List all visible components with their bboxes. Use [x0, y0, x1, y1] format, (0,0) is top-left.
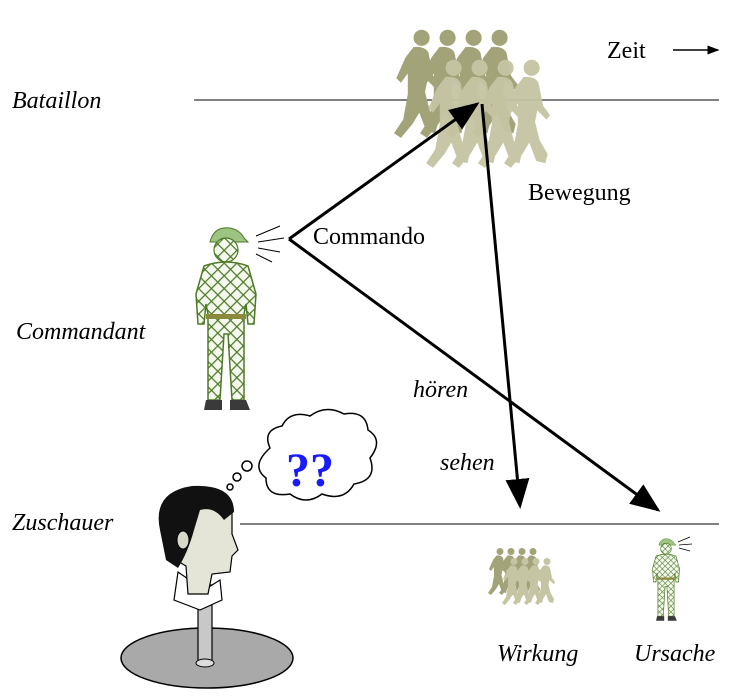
sehen-label: sehen — [440, 450, 495, 476]
observer-head-icon — [120, 485, 294, 689]
commandant-label: Commandant — [16, 319, 147, 345]
sehen-arrow — [480, 103, 530, 509]
standing-soldier-icon — [195, 226, 257, 411]
zeit-label: Zeit — [607, 38, 646, 64]
ursache-soldier-icon — [652, 536, 693, 622]
commando-to-bataillon-arrow — [288, 102, 480, 241]
thought-bubble-icon — [226, 408, 378, 501]
bewegung-label: Bewegung — [528, 180, 631, 206]
hoeren-arrow — [288, 237, 661, 512]
bataillon-label: Bataillon — [12, 88, 101, 114]
shout-lines — [255, 225, 285, 263]
wirkung-runners-icon — [488, 548, 555, 605]
commando-label: Commando — [313, 224, 425, 250]
ursache-label: Ursache — [634, 641, 716, 667]
thought-text: ?? — [286, 444, 334, 497]
hoeren-label: hören — [413, 377, 468, 403]
zuschauer-label: Zuschauer — [12, 510, 114, 536]
wirkung-label: Wirkung — [497, 641, 578, 667]
